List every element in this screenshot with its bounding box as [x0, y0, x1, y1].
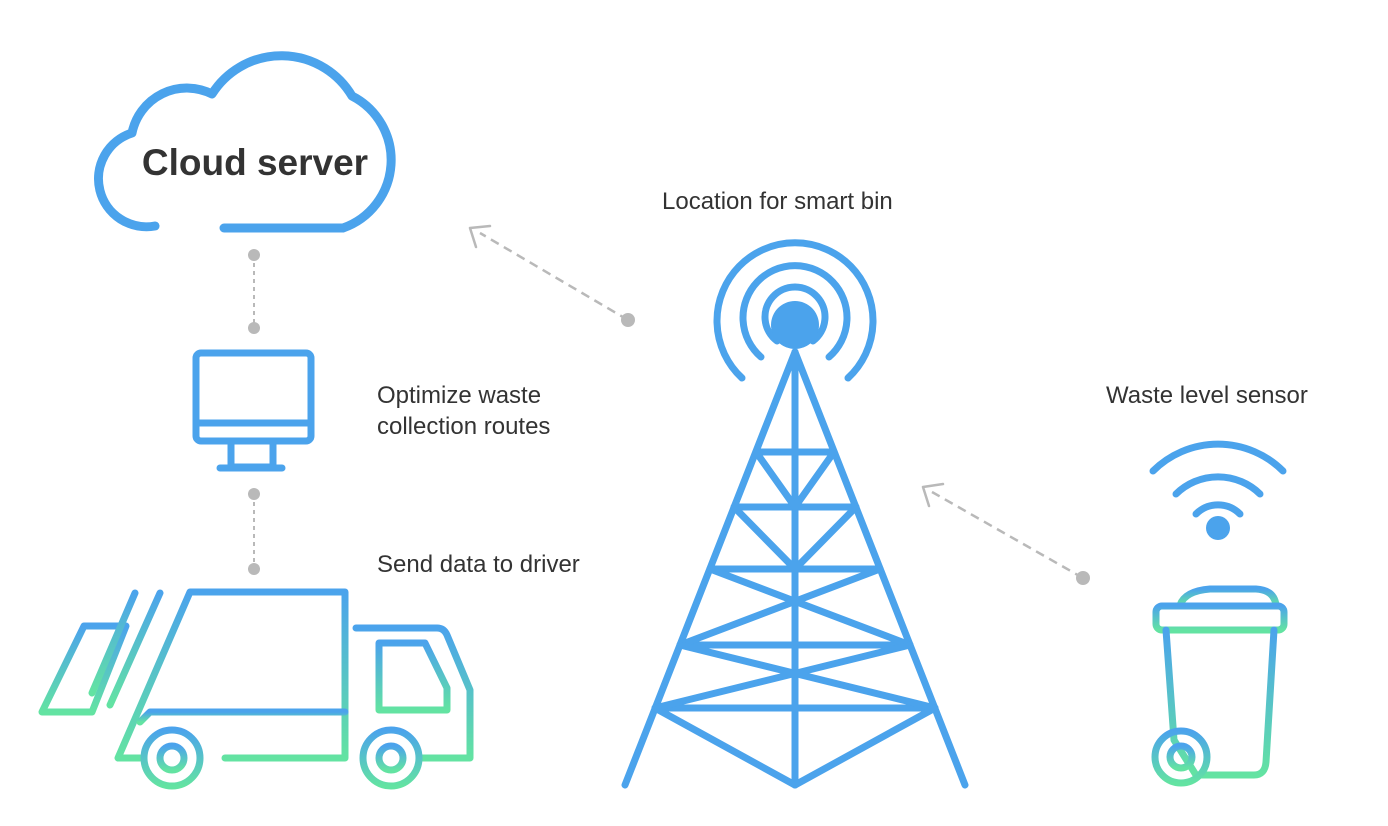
cloud-icon [93, 51, 396, 233]
wifi-signal-icon [1149, 440, 1287, 518]
cloud-server-label: Cloud server [141, 142, 369, 183]
wifi-dot [1206, 516, 1230, 540]
garbage-truck-icon [38, 588, 474, 790]
optimize-label-line2: collection routes [377, 413, 551, 440]
waste-sensor-label: Waste level sensor [1106, 382, 1308, 409]
connector-cloud-monitor [248, 249, 260, 334]
tower-beacon [771, 301, 819, 349]
arrow-tower-to-cloud [468, 224, 635, 327]
send-data-label: Send data to driver [377, 551, 580, 578]
location-label: Location for smart bin [662, 188, 893, 215]
radio-tower-icon [621, 239, 969, 789]
optimize-label-line1: Optimize waste [377, 382, 542, 409]
connector-monitor-truck [248, 488, 260, 575]
arrow-sensor-to-tower [921, 482, 1090, 585]
waste-bin-icon [1151, 585, 1288, 787]
monitor-icon [192, 349, 315, 472]
